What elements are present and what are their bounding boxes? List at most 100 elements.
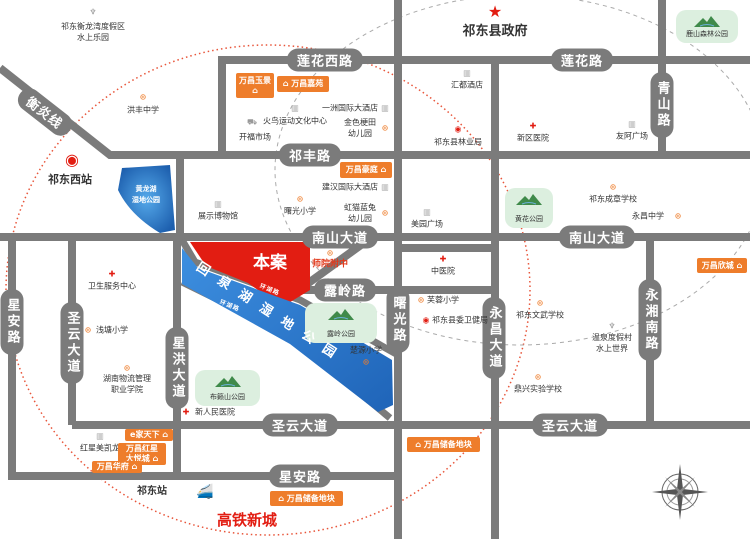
poi-label: 红星美凯龙 [80, 443, 120, 453]
school-icon: ⊛ [609, 182, 617, 192]
poi-label: 祁东文武学校 [516, 310, 564, 320]
park-label: 布籁山公园 [210, 393, 245, 401]
project-tag[interactable]: e家天下 ⌂ [125, 429, 173, 441]
park: 黄花公园 [505, 188, 553, 228]
mountain-icon [328, 309, 354, 320]
west-station-label: 祁东西站 [48, 173, 92, 186]
poi-label: 友阿广场 [616, 131, 648, 141]
project-tag[interactable]: 万昌豪庭 ⌂ [340, 162, 392, 178]
project-tag[interactable]: 万昌欣城 ⌂ [697, 258, 747, 273]
radius-circle-secondary [274, 0, 750, 346]
building-icon: ▥ [291, 103, 299, 113]
road-label: 圣云大道 [261, 413, 339, 437]
park-label: 黄花公园 [515, 215, 543, 223]
poi-label: 开福市场 [239, 132, 271, 142]
project-label: 本案 [253, 253, 287, 273]
poi-label: 祁东衡龙湾度假区 水上乐园 [61, 22, 125, 42]
train-icon: 🚄 [196, 484, 214, 500]
school-icon: ⊛ [674, 211, 682, 221]
high-speed-new-city-label: 高铁新城 [216, 511, 278, 529]
hospital-icon: ✚ [108, 269, 116, 279]
road-label: 青山路 [650, 72, 674, 138]
government-label: 祁东县政府 [462, 24, 528, 39]
poi-label: 温泉度假村 水上世界 [592, 333, 632, 353]
poi-label: 祁东县林业局 [434, 137, 482, 147]
road-label: 圣云大道 [60, 302, 84, 384]
school-icon: ⊛ [123, 363, 131, 373]
poi-label: 师院附中 [311, 259, 349, 270]
road-label: 莲花路 [550, 48, 614, 72]
building-icon: ▥ [423, 207, 431, 217]
poi-label: 卫生服务中心 [88, 281, 136, 291]
wetland-left-label: 黄龙湖 湿地公园 [132, 185, 160, 204]
mountain-icon [516, 194, 542, 205]
school-icon: ⊛ [362, 357, 370, 367]
poi-label: 祁东县委卫健局 [432, 315, 488, 325]
building-icon: ▥ [381, 103, 389, 113]
mountain-icon [694, 16, 720, 27]
poi-label: 中医院 [431, 266, 455, 276]
poi-label: 洪丰中学 [127, 105, 159, 115]
poi-label: 虹猫蓝兔 幼儿园 [344, 203, 376, 223]
road-label: 星安路 [268, 464, 332, 488]
building-icon: ▥ [96, 431, 104, 441]
park-label: 露岭公园 [327, 330, 355, 338]
poi-label: 湖南物流管理 职业学院 [103, 374, 151, 394]
poi-label: 曙光小学 [284, 206, 316, 216]
school-icon: ⊛ [84, 325, 92, 335]
park: 鹿山森林公园 [676, 10, 738, 43]
school-icon: ⊛ [417, 295, 425, 305]
poi-label: 建汉国际大酒店 [322, 182, 378, 192]
hospital-icon: ✚ [439, 254, 447, 264]
star-icon: ★ [487, 2, 503, 21]
government-icon: ◉ [422, 315, 430, 325]
poi-label: 浅塘小学 [96, 325, 128, 335]
project-tag[interactable]: ⌂ 万昌嘉苑 [277, 76, 329, 92]
wetland-park-left [118, 165, 175, 233]
poi-label: 鼎兴实验学校 [514, 384, 562, 394]
project-tag[interactable]: 万昌玉景 ⌂ [236, 73, 274, 98]
school-icon: ⊛ [381, 208, 389, 218]
building-icon: ▥ [381, 182, 389, 192]
resort-icon: ♆ [608, 321, 616, 331]
government-icon: ◉ [454, 124, 462, 134]
poi-label: 火鸟运动文化中心 [263, 116, 327, 126]
school-icon: ⊛ [326, 248, 334, 258]
road-label: 祁丰路 [278, 143, 342, 167]
poi-label: 新区医院 [517, 133, 549, 143]
poi-label: 一洲国际大酒店 [322, 103, 378, 113]
school-icon: ⊛ [139, 92, 147, 102]
park-label: 鹿山森林公园 [686, 30, 728, 38]
poi-label: 祁东成章学校 [589, 194, 637, 204]
station-label: 祁东站 [137, 486, 167, 497]
project-tag[interactable]: 万昌华府 ⌂ [92, 461, 142, 473]
building-icon: ▥ [628, 119, 636, 129]
poi-label: 新人民医院 [195, 407, 235, 417]
radius-circle [5, 44, 531, 536]
road-label: 南山大道 [301, 225, 379, 249]
building-icon: ▥ [463, 68, 471, 78]
hospital-icon: ✚ [182, 407, 190, 417]
poi-label: 金色梗田 幼儿园 [344, 118, 376, 138]
project-tag[interactable]: ⌂ 万昌储备地块 [407, 437, 480, 452]
road-label: 永昌大道 [482, 297, 506, 379]
poi-label: 展示博物馆 [198, 211, 238, 221]
project-tag[interactable]: ⌂ 万昌储备地块 [270, 491, 343, 506]
project-site [190, 242, 310, 307]
cart-icon: ⛟ [246, 117, 258, 127]
railway-station-icon: ◉ [65, 150, 79, 169]
road-label: 圣云大道 [531, 413, 609, 437]
school-icon: ⊛ [536, 298, 544, 308]
road-label: 星安路 [0, 289, 24, 355]
compass-icon [652, 464, 708, 520]
road-label: 露岭路 [313, 278, 377, 302]
road-label: 曙光路 [386, 287, 410, 353]
building-icon: ▥ [214, 199, 222, 209]
poi-label: 汇都酒店 [451, 80, 483, 90]
park: 露岭公园 [305, 303, 377, 343]
project-tag[interactable]: 万昌红星 大悦城 ⌂ [118, 443, 166, 465]
road-label: 星洪大道 [165, 327, 189, 409]
poi-label: 永昌中学 [632, 211, 664, 221]
school-icon: ⊛ [534, 372, 542, 382]
